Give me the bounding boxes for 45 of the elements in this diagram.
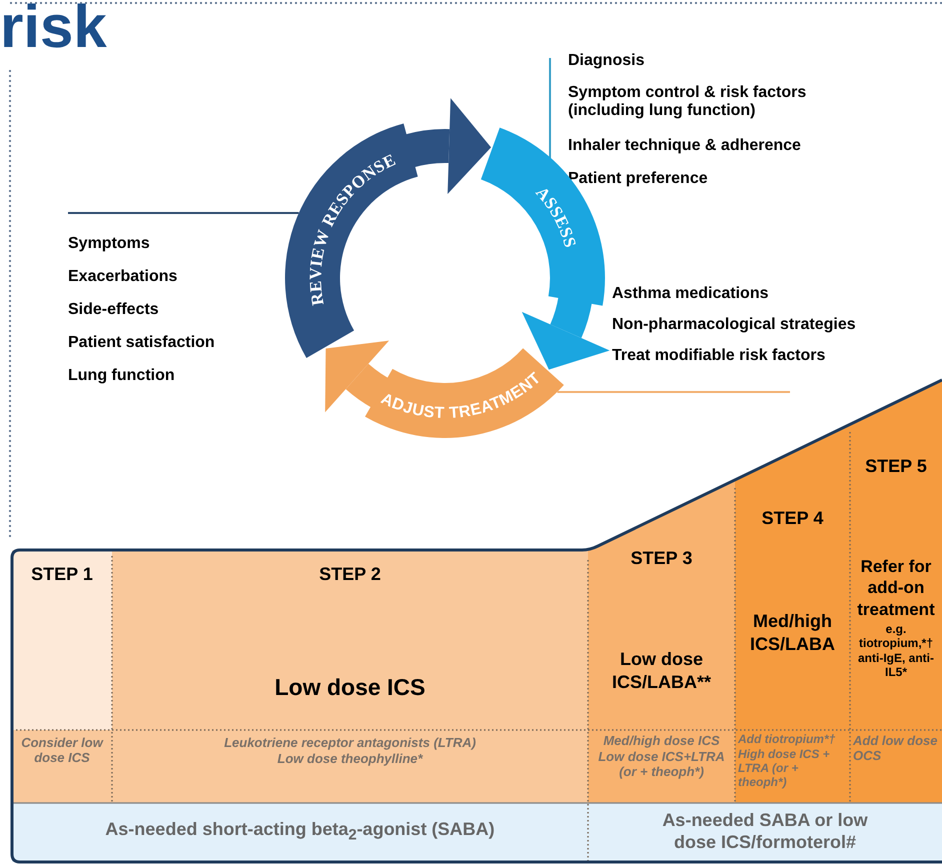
list-item: Asthma medications: [612, 285, 770, 304]
option-text: Low dose theophylline*: [276, 752, 424, 767]
list-item: Patient satisfaction: [68, 334, 216, 353]
list-item: Symptom control & risk factors (including lung function): [568, 84, 808, 120]
treatment-text: Med/high ICS/LABA: [749, 610, 836, 656]
treatment-text: Low dose ICS: [274, 674, 426, 701]
treatment-text: Refer for add-on treatment: [856, 556, 936, 620]
step-column: [112, 550, 588, 730]
option-text: Add low dose OCS: [852, 734, 938, 764]
step-heading: STEP 2: [318, 564, 382, 585]
list-item: Diagnosis: [568, 52, 646, 70]
page-title: risk: [0, 0, 107, 61]
list-item: Treat modifiable risk factors: [612, 347, 826, 366]
step-heading: STEP 5: [864, 456, 928, 477]
list-item: Patient preference: [568, 170, 709, 188]
treatment-text: e.g. tiotropium,*† anti-IgE, anti-IL5*: [857, 622, 935, 680]
curved-arrow-band: [365, 348, 564, 438]
option-panel: [12, 730, 112, 803]
step-heading: STEP 4: [760, 508, 824, 529]
leader-line: [557, 391, 790, 393]
list-item: Lung function: [68, 367, 176, 386]
option-text: Med/high dose ICS: [602, 734, 721, 749]
reliever-panel: [12, 803, 588, 862]
treatment-text: Low dose ICS/LABA**: [610, 648, 712, 694]
list-item: Side-effects: [68, 301, 160, 320]
step-column: [12, 550, 112, 730]
list-item: Symptoms: [68, 235, 151, 254]
cycle-arrow: [324, 340, 390, 414]
list-item: Non-pharmacological strategies: [612, 316, 857, 335]
option-text: Add tiotropium*†: [736, 733, 836, 747]
step-heading: STEP 3: [630, 548, 694, 569]
cycle-arrow: [404, 98, 492, 194]
option-text: Leukotriene receptor antagonists (LTRA): [223, 736, 477, 751]
step-heading: STEP 1: [30, 564, 94, 585]
option-text: Low dose ICS+LTRA (or + theoph*): [597, 750, 726, 780]
option-panel: [588, 730, 735, 803]
option-text: Consider low dose ICS: [20, 736, 104, 766]
list-item: Inhaler technique & adherence: [568, 137, 802, 155]
reliever-text: As-needed SABA or low dose ICS/formoterol#: [661, 810, 869, 854]
reliever-panel: [588, 803, 942, 862]
leader-line: [68, 212, 299, 214]
option-text: High dose ICS + LTRA (or + theoph*): [737, 748, 831, 790]
reliever-text: As-needed short-acting beta$_{2}$-agonist (SABA): [104, 819, 496, 845]
list-item: Exacerbations: [68, 268, 178, 287]
cycle-arrow: [521, 295, 610, 370]
